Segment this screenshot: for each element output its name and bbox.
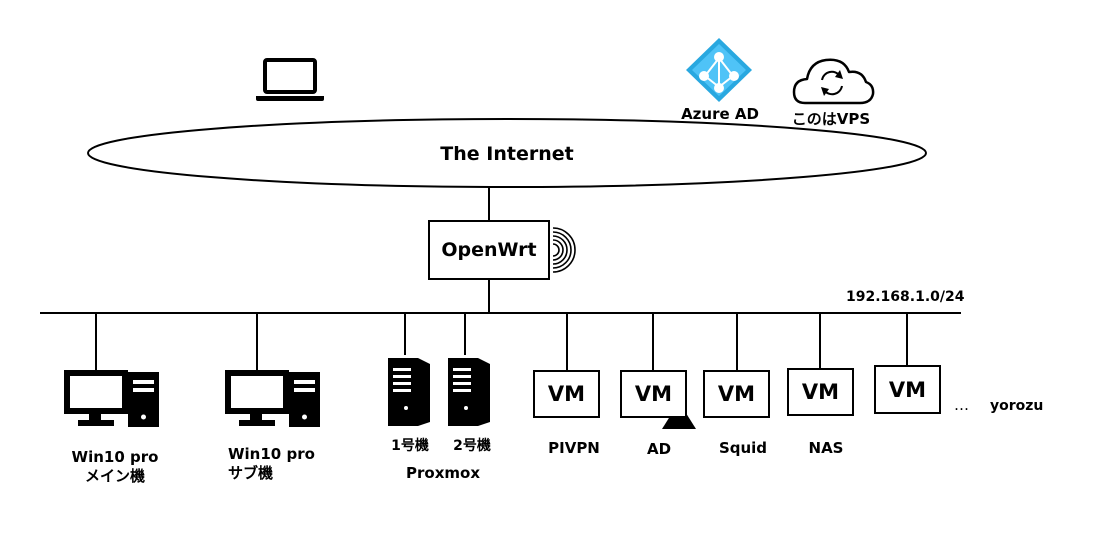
vm-label: VM — [634, 382, 673, 406]
desktop-pc-icon — [225, 370, 320, 427]
vm-box-ad: VM — [620, 370, 687, 418]
vm-label: VM — [888, 377, 927, 402]
proxmox-label: Proxmox — [406, 464, 480, 482]
vm-box-squid: VM — [703, 370, 770, 418]
pc-main-label-line2: メイン機 — [84, 467, 145, 485]
vm-name-ad: AD — [646, 440, 672, 458]
pc-sub-label: Win10 pro サブ機 — [228, 445, 315, 483]
pc-sub-label-line1: Win10 pro — [228, 445, 315, 463]
pc-main-label: Win10 pro メイン機 — [72, 448, 159, 486]
azure-ad-icon — [686, 38, 752, 102]
internet-cloud — [87, 118, 927, 188]
vm-name-nas: NAS — [808, 439, 844, 457]
subnet-label: 192.168.1.0/24 — [846, 289, 965, 305]
cloud-sync-icon — [792, 58, 875, 105]
wifi-signal-icon — [552, 227, 576, 273]
more-ellipsis: … — [954, 396, 969, 414]
vps-label: このはVPS — [791, 110, 871, 128]
server-tower-icon — [388, 358, 430, 426]
laptop-icon — [256, 58, 324, 101]
vm-name-squid: Squid — [718, 439, 768, 457]
router-label: OpenWrt — [441, 239, 537, 261]
desktop-pc-icon — [64, 370, 159, 427]
vm-box-pivpn: VM — [533, 370, 600, 418]
pc-sub-label-line2: サブ機 — [228, 464, 274, 482]
vm-label: VM — [717, 382, 756, 406]
server2-label: 2号機 — [453, 438, 491, 454]
lan-drops — [95, 313, 908, 372]
vm-box-yorozu: VM — [874, 365, 941, 414]
yorozu-label: yorozu — [990, 398, 1044, 414]
pc-main-label-line1: Win10 pro — [71, 448, 159, 466]
router-box: OpenWrt — [428, 220, 550, 280]
vm-label: VM — [547, 382, 586, 406]
internet-label: The Internet — [440, 143, 574, 165]
vm-label: VM — [801, 380, 840, 404]
server1-label: 1号機 — [391, 438, 429, 454]
azure-ad-label: Azure AD — [681, 105, 759, 123]
vm-name-pivpn: PIVPN — [548, 439, 600, 457]
server-tower-icon — [448, 358, 490, 426]
vm-box-nas: VM — [787, 368, 854, 416]
